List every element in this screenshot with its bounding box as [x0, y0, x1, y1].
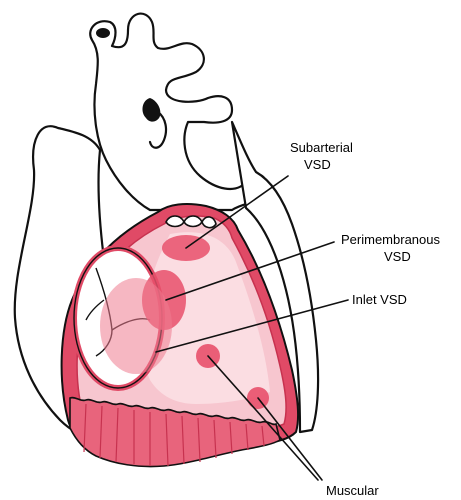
valve-cusp-2 [183, 215, 203, 228]
subarterial-label-line2: VSD [304, 157, 331, 172]
muscular-leader-lower [257, 397, 323, 481]
muscular-leader-upper [207, 355, 319, 481]
pulmonary-valve [165, 215, 217, 229]
inlet-vsd-spot [100, 278, 172, 374]
valve-cusp-1 [165, 215, 185, 228]
leader-lines [155, 175, 349, 481]
inlet-label: Inlet VSD [352, 292, 407, 307]
trabeculated-base [69, 396, 281, 468]
ductus-vessel [142, 98, 161, 122]
subarterial-leader [185, 175, 289, 249]
subarterial-label-line1: Subarterial [290, 140, 353, 155]
perimembranous-label-line2: VSD [384, 249, 411, 264]
valve-cusp-3 [201, 216, 217, 229]
perimembranous-label-line1: Perimembranous [341, 232, 440, 247]
perimembranous-leader [165, 241, 335, 301]
inlet-leader [155, 299, 349, 353]
great-vessels-outline [89, 12, 268, 212]
muscular-label: Muscular [326, 483, 379, 498]
trabeculation-lines [83, 403, 265, 467]
ductus-tube [148, 110, 168, 149]
aortic-opening [96, 28, 110, 38]
